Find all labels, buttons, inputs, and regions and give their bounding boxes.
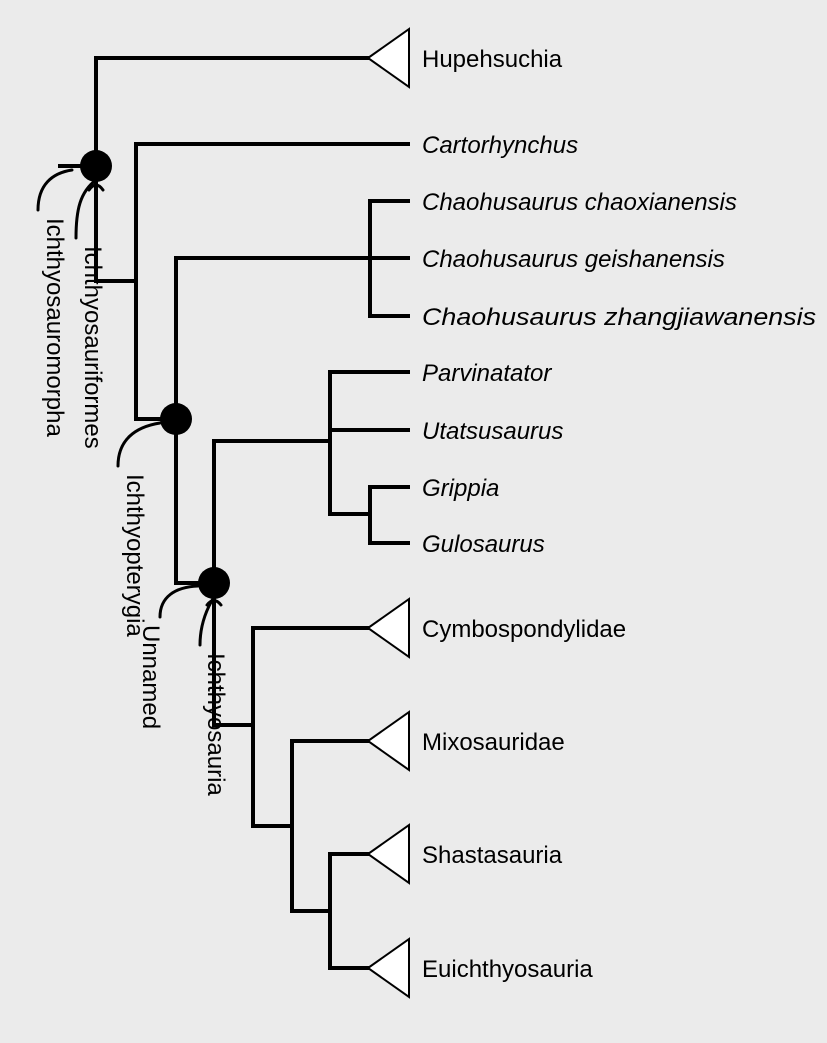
node-ichthyopterygia (160, 403, 192, 435)
node-ichthyosauria (198, 567, 230, 599)
callout-ichthyosauriformes (74, 178, 98, 240)
label-ichthyosauromorpha: Ichthyosauromorpha (41, 218, 68, 437)
label-cymbospondylidae: Cymbospondylidae (422, 616, 626, 643)
callout-tick-ichthyosauria (205, 599, 223, 607)
label-hupehsuchia: Hupehsuchia (422, 46, 563, 73)
callout-ichthyosauromorpha (36, 168, 74, 212)
node-ichthyosauromorpha (80, 150, 112, 182)
clade-callouts (36, 168, 223, 647)
label-grippia: Grippia (422, 475, 499, 502)
taxon-labels: Hupehsuchia Cartorhynchus Chaohusaurus c… (422, 46, 816, 983)
label-unnamed: Unnamed (137, 625, 164, 729)
callout-unnamed (158, 584, 200, 619)
triangle-euichthyosauria (366, 937, 410, 999)
label-chaohusaurus-chaoxianensis: Chaohusaurus chaoxianensis (422, 189, 737, 216)
clade-labels: Ichthyosauromorpha Ichthyosauriformes Ic… (41, 218, 229, 796)
node-markers (58, 150, 230, 599)
label-ichthyosauria: Ichthyosauria (202, 653, 229, 796)
label-mixosauridae: Mixosauridae (422, 729, 565, 756)
callout-tick-ichthyosauriformes (87, 183, 105, 192)
label-euichthyosauria: Euichthyosauria (422, 956, 593, 983)
label-gulosaurus: Gulosaurus (422, 531, 545, 558)
callout-ichthyopterygia (116, 421, 162, 468)
label-parvinatator: Parvinatator (422, 360, 552, 387)
label-shastasauria: Shastasauria (422, 842, 563, 869)
triangle-shastasauria (366, 823, 410, 885)
label-chaohusaurus-zhangjiawanensis: Chaohusaurus zhangjiawanensis (422, 304, 816, 331)
clade-triangles (366, 27, 410, 999)
label-ichthyosauriformes: Ichthyosauriformes (79, 246, 106, 449)
label-cartorhynchus: Cartorhynchus (422, 132, 578, 159)
label-utatsusaurus: Utatsusaurus (422, 418, 563, 445)
triangle-mixosauridae (366, 710, 410, 772)
triangle-cymbospondylidae (366, 597, 410, 659)
label-ichthyopterygia: Ichthyopterygia (121, 474, 148, 637)
triangle-hupehsuchia (366, 27, 410, 89)
label-chaohusaurus-geishanensis: Chaohusaurus geishanensis (422, 246, 725, 273)
